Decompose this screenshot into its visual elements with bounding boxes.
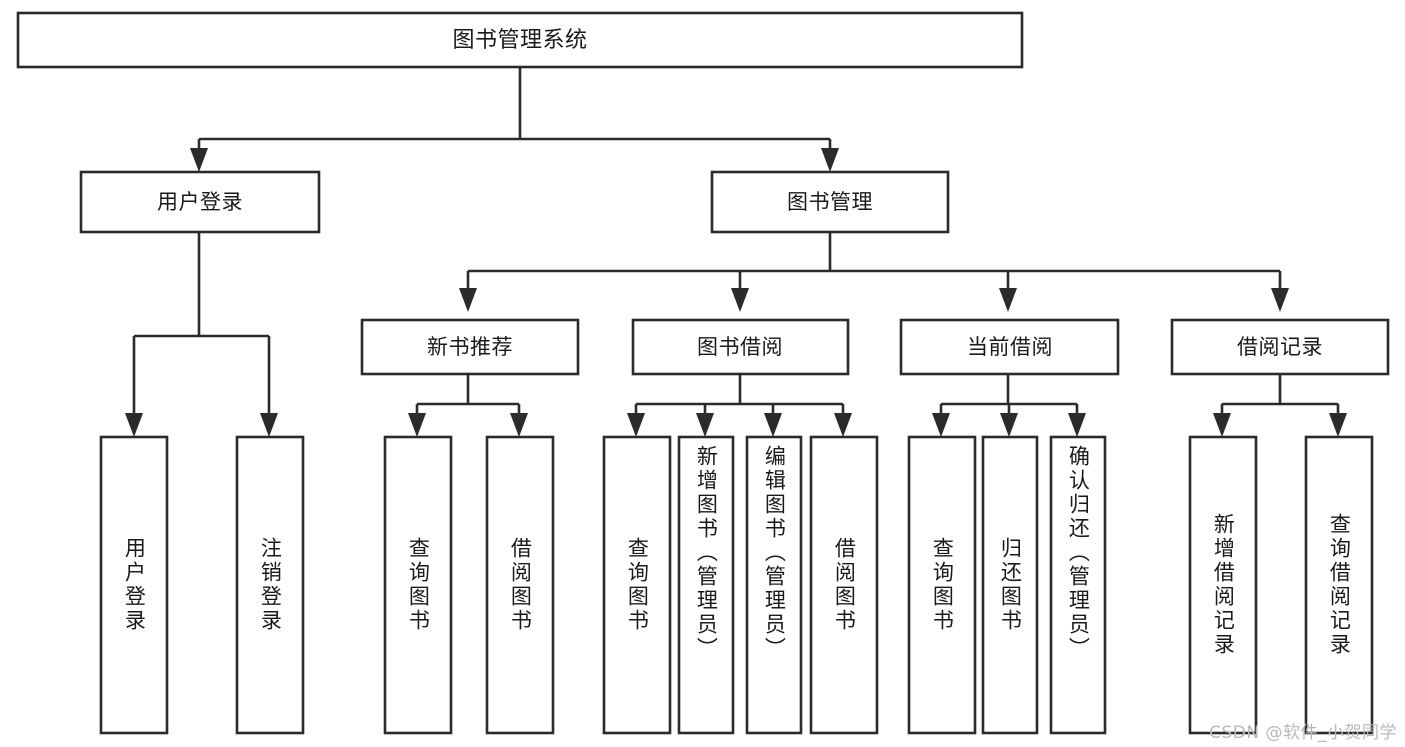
node-root-label: 图书管理系统 — [452, 28, 587, 53]
csdn-watermark: CSDN @软件_小贺同学 — [1209, 723, 1397, 743]
leaf-box-layer — [99, 435, 1374, 735]
arrow-to-book-borrow — [731, 288, 749, 312]
arrow-to-new-book-recommend — [459, 288, 477, 312]
node-current-borrow[interactable]: 当前借阅 — [899, 318, 1120, 376]
node-new-book-recommend-label: 新书推荐 — [427, 335, 513, 359]
leaf-query-book-3-box[interactable] — [907, 435, 977, 735]
arrow-to-leaf-query-book-1 — [408, 413, 426, 437]
node-new-book-recommend-box[interactable] — [360, 318, 580, 376]
node-user-login[interactable]: 用户登录 — [79, 170, 321, 234]
connector-layer — [125, 67, 1347, 437]
node-root-box[interactable] — [16, 11, 1024, 69]
node-book-borrow[interactable]: 图书借阅 — [631, 318, 850, 376]
arrow-to-leaf-add-book — [696, 413, 714, 437]
arrow-to-leaf-query-book-2 — [627, 413, 645, 437]
arrow-to-leaf-user-login — [125, 413, 143, 437]
leaf-add-book-box[interactable] — [677, 435, 735, 735]
leaf-confirm-return-box[interactable] — [1049, 435, 1107, 735]
node-current-borrow-label: 当前借阅 — [967, 335, 1053, 359]
arrow-to-current-borrow — [999, 288, 1017, 312]
node-book-borrow-box[interactable] — [631, 318, 850, 376]
node-root[interactable]: 图书管理系统 — [16, 11, 1024, 69]
node-book-manage-label: 图书管理 — [787, 190, 873, 214]
arrow-to-borrow-record — [1271, 288, 1289, 312]
node-user-login-label: 用户登录 — [157, 190, 243, 214]
node-book-borrow-label: 图书借阅 — [697, 335, 783, 359]
arrow-to-leaf-add-record — [1213, 413, 1231, 437]
node-borrow-record[interactable]: 借阅记录 — [1170, 318, 1390, 376]
arrow-to-leaf-borrow-book-1 — [510, 413, 528, 437]
node-book-manage[interactable]: 图书管理 — [710, 170, 950, 234]
leaf-edit-book-box[interactable] — [745, 435, 803, 735]
leaf-user-login-box[interactable] — [99, 435, 169, 735]
leaf-logout-login-box[interactable] — [235, 435, 305, 735]
leaf-borrow-book-2-box[interactable] — [809, 435, 879, 735]
node-book-manage-box[interactable] — [710, 170, 950, 234]
arrow-root-to-book-manage — [821, 148, 839, 172]
arrow-to-leaf-edit-book — [764, 413, 782, 437]
node-new-book-recommend[interactable]: 新书推荐 — [360, 318, 580, 376]
arrow-to-leaf-return-book — [1000, 413, 1018, 437]
arrow-to-leaf-borrow-book-2 — [834, 413, 852, 437]
node-current-borrow-box[interactable] — [899, 318, 1120, 376]
arrow-to-leaf-query-record — [1329, 413, 1347, 437]
arrow-to-leaf-logout-login — [260, 413, 278, 437]
arrow-to-leaf-query-book-3 — [932, 413, 950, 437]
leaf-query-record-box[interactable] — [1304, 435, 1374, 735]
node-user-login-box[interactable] — [79, 170, 321, 234]
leaf-borrow-book-1-box[interactable] — [485, 435, 555, 735]
arrow-to-leaf-confirm-return — [1068, 413, 1086, 437]
node-borrow-record-box[interactable] — [1170, 318, 1390, 376]
node-borrow-record-label: 借阅记录 — [1237, 335, 1323, 359]
leaf-query-book-1-box[interactable] — [383, 435, 453, 735]
arrow-root-to-user-login — [190, 148, 208, 172]
leaf-return-book-box[interactable] — [981, 435, 1039, 735]
leaf-query-book-2-box[interactable] — [602, 435, 672, 735]
leaf-add-record-box[interactable] — [1188, 435, 1258, 735]
